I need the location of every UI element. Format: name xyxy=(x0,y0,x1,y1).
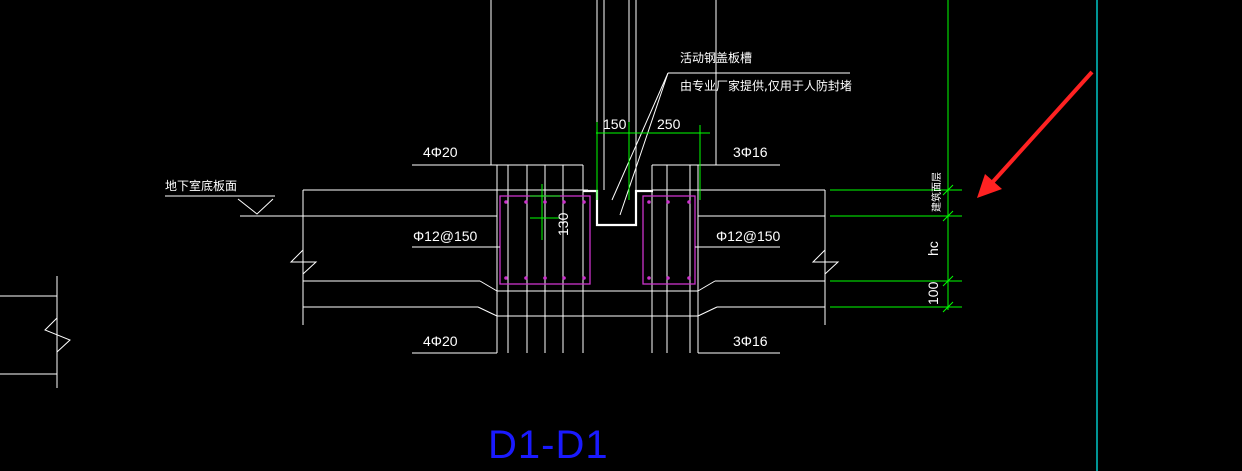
red-arrow-annotation xyxy=(977,70,1094,198)
floor-label: 地下室底板面 xyxy=(165,178,237,193)
rebar-bottom-right-label: 3Φ16 xyxy=(733,333,768,349)
stirrup-left-label: Φ12@150 xyxy=(413,228,478,244)
dimension-lines xyxy=(530,0,962,313)
dim-130-label: 130 xyxy=(555,212,571,236)
slab-outline xyxy=(289,189,840,325)
rebar-bottom-left-label: 4Φ20 xyxy=(423,333,458,349)
leader-lines xyxy=(165,72,850,354)
rebar-top-left-label: 4Φ20 xyxy=(423,144,458,160)
dim-hc-label: hc xyxy=(925,241,941,256)
rebar-dots xyxy=(504,200,691,280)
rebar-top-right-label: 3Φ16 xyxy=(733,144,768,160)
section-title: D1-D1 xyxy=(488,423,609,467)
dim-100-label: 100 xyxy=(925,281,941,305)
dim-250-label: 250 xyxy=(657,116,681,132)
floor-level-symbol xyxy=(232,195,303,217)
wall-lines xyxy=(490,0,717,190)
dim-cover-label: 建筑面层 xyxy=(930,172,943,212)
note-line-1: 活动钢盖板槽 xyxy=(680,51,752,65)
dim-150-label: 150 xyxy=(603,116,627,132)
stirrup-right-label: Φ12@150 xyxy=(716,228,781,244)
adjacent-element xyxy=(0,276,71,388)
note-line-2: 由专业厂家提供,仅用于人防封堵 xyxy=(680,78,852,93)
cover-plate-trench xyxy=(583,189,653,227)
